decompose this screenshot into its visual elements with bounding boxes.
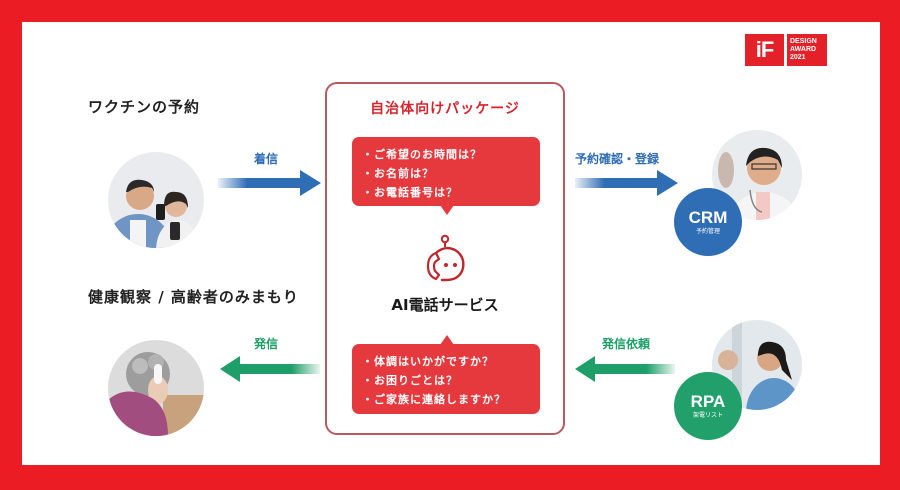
- ai-phone-robot-icon: [426, 234, 465, 282]
- crm-subtitle: 予約管理: [695, 227, 720, 235]
- question-item: ・ご家族に連絡しますか？: [362, 393, 506, 406]
- health-questions-bubble: ・体調はいかがですか？ ・お困りごとは？ ・ご家族に連絡しますか？: [352, 335, 540, 414]
- question-item: ・お困りごとは？: [362, 374, 458, 387]
- question-item: ・お名前は？: [362, 167, 434, 180]
- doctor-photo: [712, 130, 802, 220]
- elderly-woman-phone-photo: [108, 340, 204, 436]
- vaccine-reservation-title: ワクチンの予約: [88, 98, 201, 116]
- award-line-3: 2021: [790, 54, 806, 61]
- couple-illustration: [108, 152, 204, 248]
- crm-badge: CRM 予約管理: [674, 188, 742, 256]
- reservation-questions-bubble: ・ご希望のお時間は？ ・お名前は？ ・お電話番号は？: [352, 137, 540, 215]
- elderly-illustration: [108, 340, 204, 436]
- reservation-confirm-label: 予約確認・登録: [575, 152, 660, 166]
- award-line-2: AWARD: [790, 46, 817, 53]
- rpa-arrow-icon: [575, 356, 675, 382]
- outgoing-arrow-icon: [220, 356, 320, 382]
- award-line-1: DESIGN: [790, 38, 817, 45]
- question-item: ・ご希望のお時間は？: [362, 148, 482, 161]
- municipal-package-panel: 自治体向けパッケージ ・ご希望のお時間は？ ・お名前は？ ・お電話番号は？ AI…: [325, 82, 565, 435]
- incoming-arrow-icon: [218, 170, 321, 196]
- rpa-title: RPA: [690, 391, 726, 411]
- award-text: DESIGN AWARD 2021: [787, 34, 827, 66]
- crm-arrow-icon: [575, 170, 678, 196]
- question-item: ・お電話番号は？: [362, 186, 458, 199]
- if-design-award-badge: iF DESIGN AWARD 2021: [745, 34, 827, 66]
- rpa-badge: RPA 架電リスト: [674, 372, 742, 440]
- doctor-illustration: [712, 130, 802, 220]
- bubble-tail: [440, 335, 454, 345]
- nurse-illustration: [712, 320, 802, 410]
- ai-phone-service-name: AI電話サービス: [391, 296, 499, 314]
- if-logo: iF: [745, 34, 784, 66]
- outgoing-call-label: 発信: [254, 337, 279, 351]
- crm-title: CRM: [688, 207, 728, 227]
- nurse-patient-photo: [712, 320, 802, 410]
- bubble-tail: [440, 205, 454, 215]
- couple-phone-photo: [108, 152, 204, 248]
- call-request-label: 発信依頼: [602, 337, 651, 351]
- rpa-subtitle: 架電リスト: [692, 411, 723, 419]
- panel-title: 自治体向けパッケージ: [370, 101, 520, 117]
- diagram-canvas: iF DESIGN AWARD 2021 ワクチンの予約 着信 健康観察 / 高…: [22, 22, 880, 465]
- incoming-call-label: 着信: [254, 152, 279, 166]
- health-monitoring-title: 健康観察 / 高齢者のみまもり: [88, 288, 299, 306]
- question-item: ・体調はいかがですか？: [362, 355, 494, 368]
